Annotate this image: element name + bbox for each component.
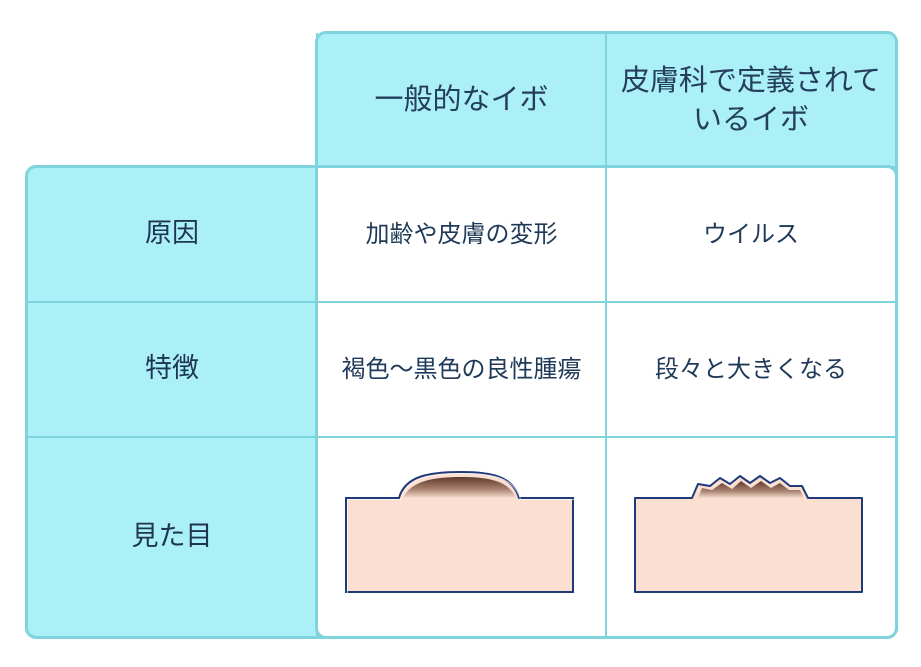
- row-header-label: 見た目: [131, 520, 213, 552]
- smooth-dome-wart-illustration: [345, 470, 575, 594]
- row-header-features: 特徴: [27, 302, 317, 437]
- row-header-label: 原因: [145, 218, 199, 250]
- cell-common-cause: 加齢や皮膚の変形: [317, 167, 606, 302]
- column-header-label-line2: いるイボ: [692, 102, 809, 136]
- column-header-dermatology-wart: 皮膚科で定義されて いるイボ: [606, 33, 896, 167]
- cell-text: ウイルス: [703, 220, 799, 249]
- row-header-cause: 原因: [27, 167, 317, 302]
- cell-viral-features: 段々と大きくなる: [606, 302, 896, 437]
- cell-viral-cause: ウイルス: [606, 167, 896, 302]
- cell-text: 加齢や皮膚の変形: [365, 220, 558, 249]
- row-header-appearance: 見た目: [27, 437, 317, 637]
- grid-line: [27, 436, 896, 438]
- column-header-label-line1: 皮膚科で定義されて: [620, 62, 882, 97]
- jagged-viral-wart-illustration: [634, 475, 863, 593]
- grid-line: [27, 301, 896, 303]
- column-header-common-wart: 一般的なイボ: [317, 33, 606, 167]
- grid-line: [605, 33, 607, 637]
- cell-common-features: 褐色〜黒色の良性腫瘍: [317, 302, 606, 437]
- row-header-label: 特徴: [145, 353, 199, 385]
- grid-line: [316, 33, 318, 637]
- column-header-label: 一般的なイボ: [374, 82, 549, 117]
- cell-text: 褐色〜黒色の良性腫瘍: [341, 355, 582, 384]
- cell-text: 段々と大きくなる: [655, 355, 847, 384]
